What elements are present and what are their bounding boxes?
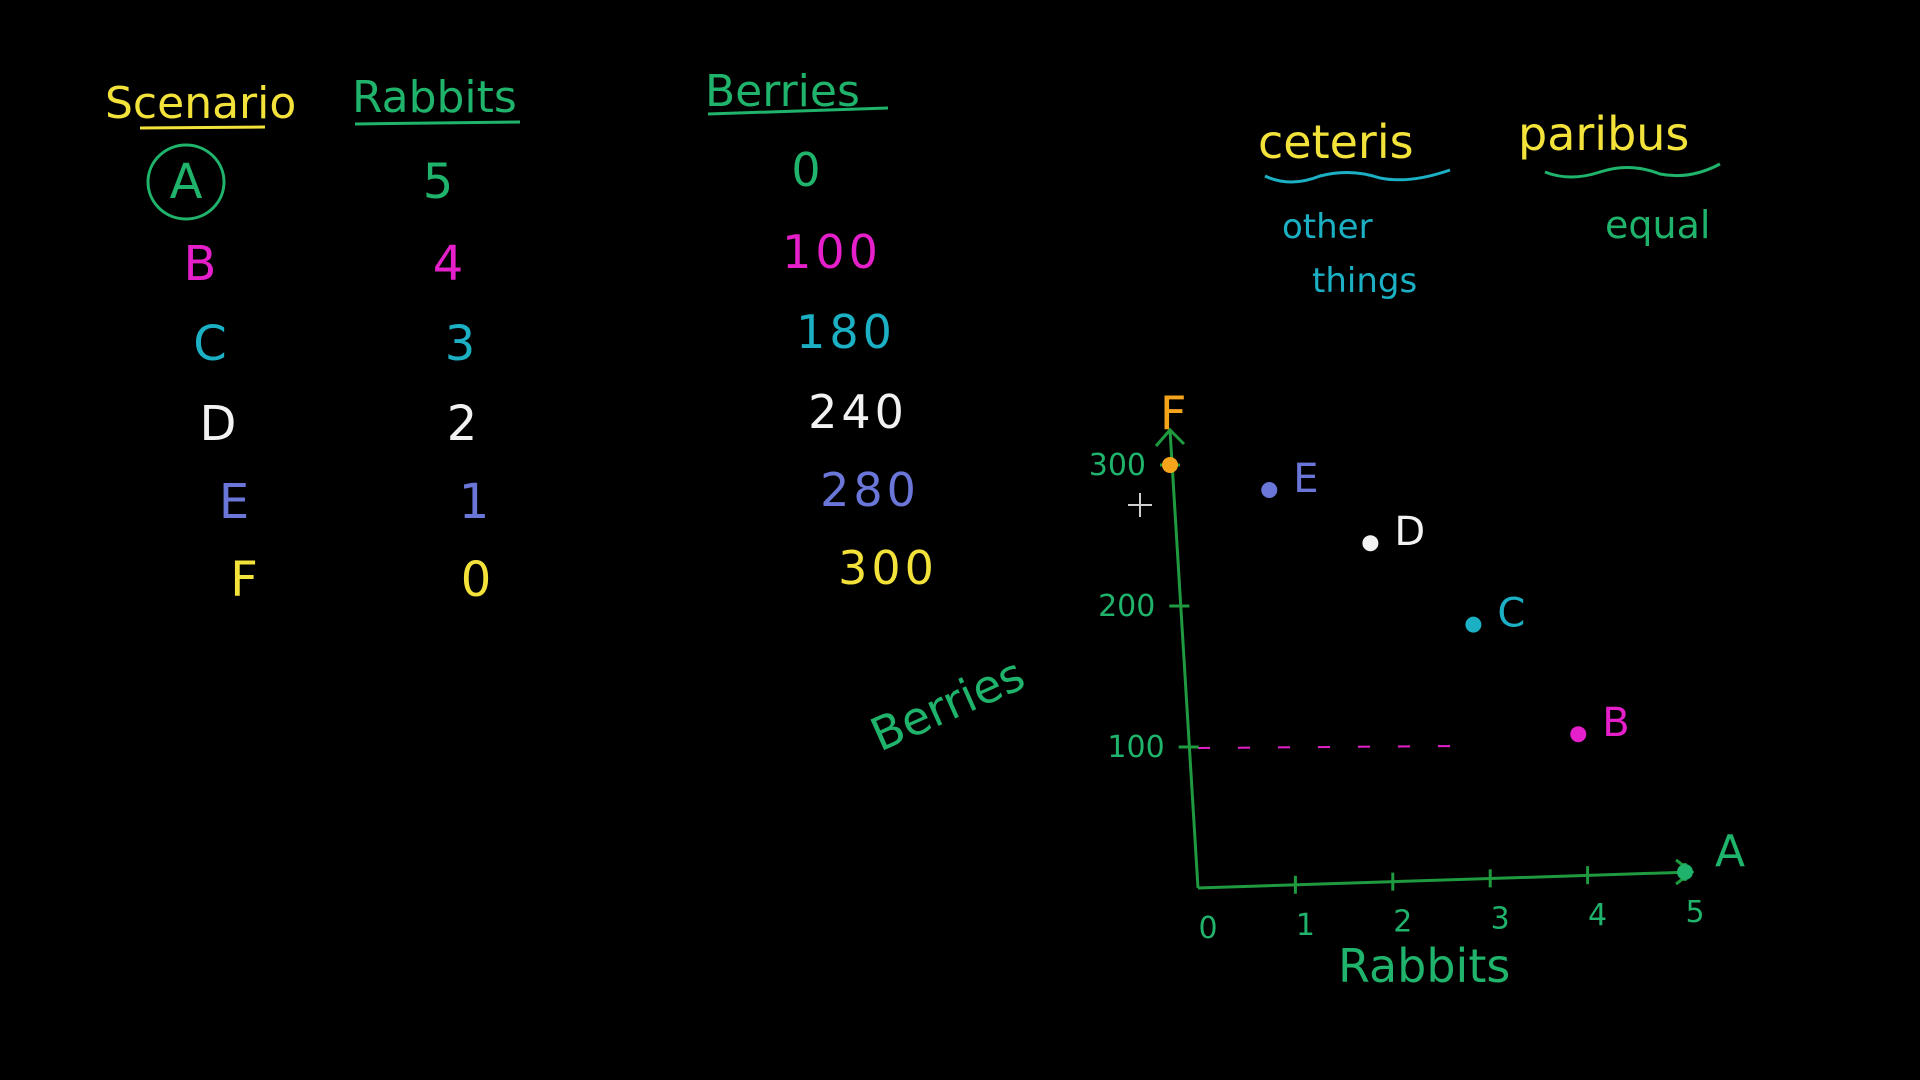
ceteris-underline [1264, 168, 1451, 184]
table-cell-scenario: B [184, 236, 217, 292]
header-rabbits-underline [354, 120, 521, 126]
point-label-b: B [1602, 700, 1629, 746]
table-cell-berries: 280 [820, 463, 920, 517]
table-cell-scenario: A [170, 154, 203, 210]
point-b [1570, 726, 1587, 743]
point-label-e: E [1293, 456, 1318, 502]
table-cell-scenario: F [230, 552, 258, 608]
header-berries-underline [707, 106, 889, 116]
point-label-a: A [1715, 826, 1745, 877]
y-axis [1168, 429, 1200, 889]
table-cell-berries: 0 [791, 143, 824, 197]
point-e [1261, 482, 1278, 498]
note-paribus: paribus [1518, 107, 1689, 161]
table-cell-rabbits: 1 [459, 474, 490, 530]
x-tick-label: 0 [1198, 911, 1217, 946]
table-cell-rabbits: 5 [423, 154, 454, 210]
table-cell-rabbits: 2 [447, 396, 478, 452]
point-a [1677, 864, 1693, 880]
point-f [1162, 457, 1178, 473]
table-cell-scenario: D [200, 396, 237, 452]
header-rabbits: Rabbits [352, 72, 517, 123]
note-other: other [1282, 207, 1373, 247]
paribus-underline [1544, 162, 1721, 179]
point-label-d: D [1394, 509, 1425, 555]
y-tick-label: 100 [1107, 730, 1164, 765]
point-d [1362, 535, 1379, 552]
note-things: things [1312, 261, 1417, 301]
x-tick-label: 2 [1393, 905, 1412, 940]
note-ceteris: ceteris [1258, 115, 1414, 169]
y-tick-label: 300 [1089, 448, 1146, 483]
table-cell-rabbits: 4 [433, 236, 464, 292]
y-axis-label: Berries [863, 647, 1033, 762]
header-scenario: Scenario [105, 78, 296, 129]
y-tick-label: 200 [1098, 589, 1155, 624]
x-tick-label: 5 [1685, 895, 1704, 930]
x-tick-label: 3 [1491, 901, 1510, 936]
x-tick-label: 4 [1588, 898, 1607, 933]
table-cell-rabbits: 3 [445, 316, 476, 372]
x-tick-label: 1 [1296, 908, 1315, 943]
x-axis [1197, 870, 1693, 890]
crosshair-cursor-icon [1128, 493, 1152, 517]
y-axis-arrow [1154, 427, 1186, 447]
table-cell-scenario: C [193, 316, 227, 372]
x-axis-label: Rabbits [1338, 939, 1510, 993]
point-label-f: F [1160, 386, 1186, 440]
table-cell-berries: 240 [808, 385, 908, 439]
header-scenario-underline [139, 125, 266, 130]
dashed-guide-b [1197, 745, 1461, 749]
table-cell-scenario: E [219, 474, 249, 530]
note-equal: equal [1605, 203, 1710, 247]
point-label-c: C [1497, 591, 1525, 637]
ppf-chart: Berries Rabbits 0 1 2 3 4 5 100 200 300 A B C D E F [863, 386, 1746, 993]
table-cell-rabbits: 0 [461, 552, 492, 608]
scenario-a-circle [146, 143, 226, 221]
point-c [1465, 616, 1482, 633]
table-cell-berries: 300 [838, 541, 938, 595]
table-cell-berries: 180 [796, 305, 896, 359]
table-cell-berries: 100 [782, 225, 882, 279]
